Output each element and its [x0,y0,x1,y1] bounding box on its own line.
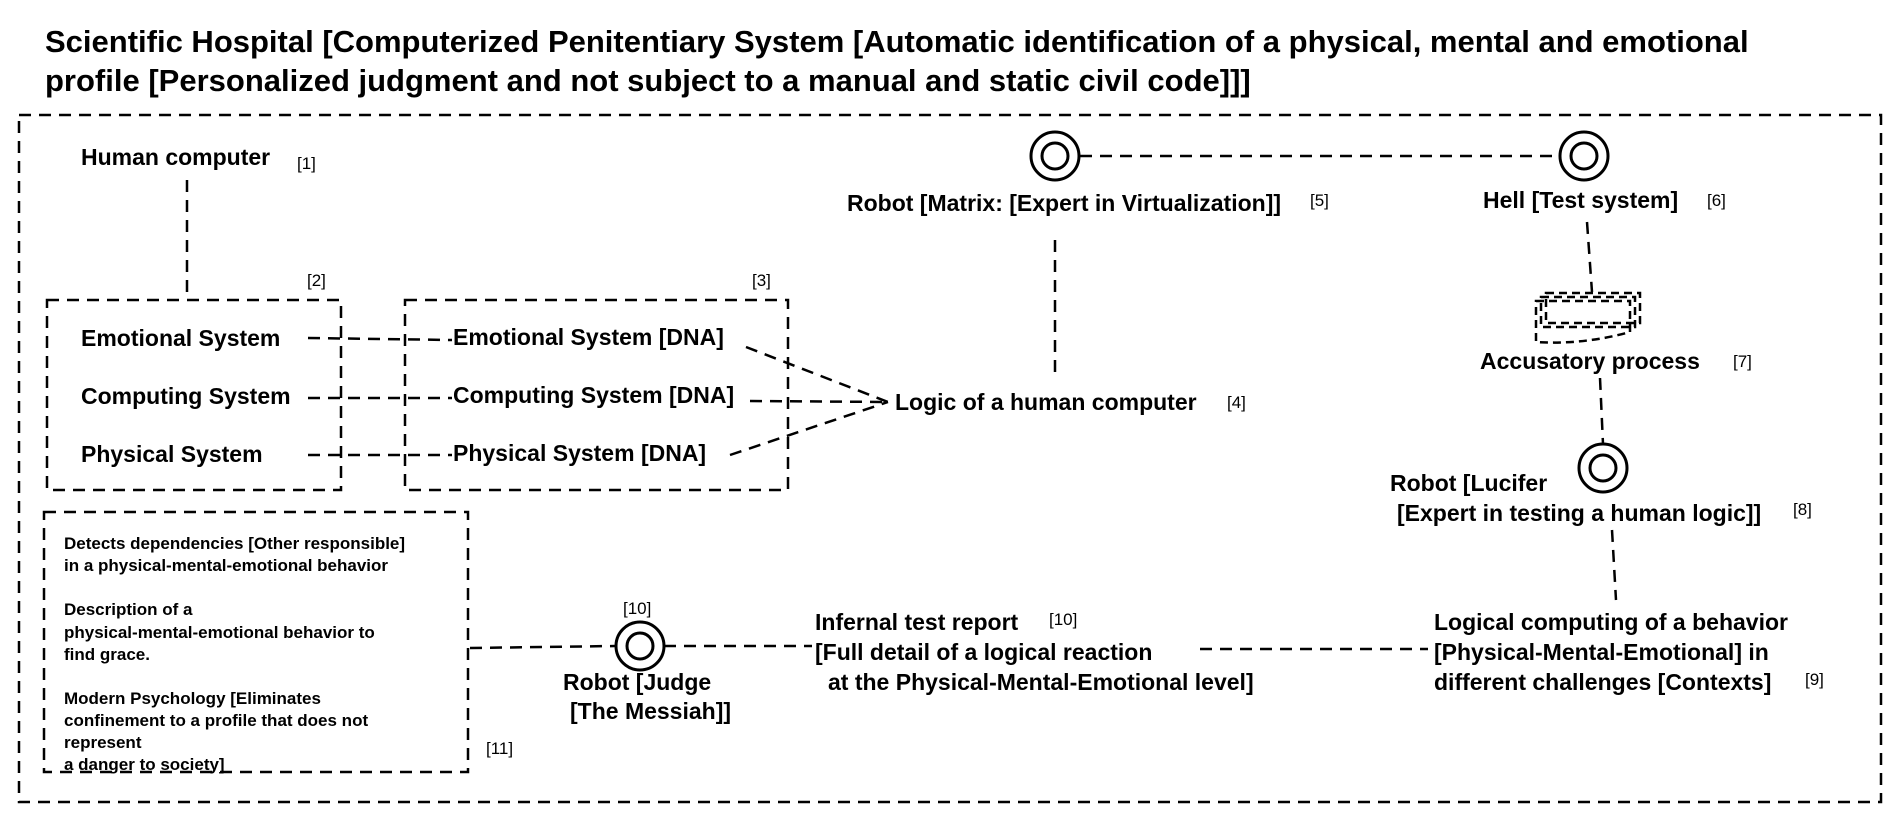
outer-boundary [17,113,1883,804]
logical-computing-ref: [9] [1805,670,1824,689]
note-line-3: Description of a [64,600,193,619]
infernal-report-line-1: Infernal test report [815,609,1019,635]
system-item-physical: Physical System [81,441,263,467]
robot-judge-node [614,620,666,672]
human-computer-ref: [1] [297,154,316,173]
connector-emotional [307,336,453,342]
connector-dna-physical-to-logic [729,400,889,457]
robot-judge-label-line-1: Robot [Judge [563,669,711,695]
systems-box [45,298,343,492]
note-box [42,510,470,774]
robot-matrix-label: Robot [Matrix: [Expert in Virtualization… [847,190,1281,216]
logic-label: Logic of a human computer [895,389,1197,415]
note-box-ref: [11] [486,739,513,758]
connectors [185,154,1618,651]
robot-lucifer-label-line-1: Robot [Lucifer [1390,470,1547,496]
accusatory-ref: [7] [1733,352,1752,371]
dna-item-emotional: Emotional System [DNA] [453,324,724,350]
robot-judge-inner-circle [625,631,655,661]
stack-layer-front [1534,299,1632,344]
stack-layer-back [1544,291,1642,325]
system-item-emotional: Emotional System [81,325,280,351]
robot-lucifer-inner-circle [1588,453,1618,483]
note-line-4: physical-mental-emotional behavior to [64,623,375,642]
note-line-6: Modern Psychology [Eliminates [64,689,321,708]
infernal-report-line-2: [Full detail of a logical reaction [815,639,1152,665]
infernal-report-line-3: at the Physical-Mental-Emotional level] [828,669,1254,695]
human-computer-label: Human computer [81,144,270,170]
connector-judge-to-note [469,644,616,650]
hell-label: Hell [Test system] [1483,187,1678,213]
logic-ref: [4] [1227,393,1246,412]
stack-icon [1534,291,1642,344]
system-item-computing: Computing System [81,383,291,409]
infernal-report-ref: [10] [1049,610,1077,629]
dna-box-ref: [3] [752,271,771,290]
logical-computing-line-1: Logical computing of a behavior [1434,609,1788,635]
robot-matrix-inner-circle [1040,141,1070,171]
note-line-9: a danger to society] [64,755,225,774]
hell-node [1558,130,1610,182]
accusatory-label: Accusatory process [1480,348,1700,374]
robot-matrix-node [1029,130,1081,182]
connector-dna-computing-to-logic [749,399,889,404]
logical-computing-line-3: different challenges [Contexts] [1434,669,1771,695]
note-line-2: in a physical-mental-emotional behavior [64,556,388,575]
connector-dna-emotional-to-logic [745,345,889,404]
connector-accusatory-to-lucifer [1598,377,1605,445]
note-line-8: represent [64,733,142,752]
logical-computing-line-2: [Physical-Mental-Emotional] in [1434,639,1769,665]
dna-item-computing: Computing System [DNA] [453,382,734,408]
robot-judge-ref: [10] [623,599,651,618]
connector-lucifer-to-computing [1610,529,1618,601]
robot-lucifer-label-line-2: [Expert in testing a human logic]] [1397,500,1761,526]
hell-ref: [6] [1707,191,1726,210]
dna-item-physical: Physical System [DNA] [453,440,706,466]
stack-layer-middle [1539,295,1637,329]
note-line-5: find grace. [64,645,150,664]
robot-matrix-ref: [5] [1310,191,1329,210]
robot-lucifer-ref: [8] [1793,500,1812,519]
dna-box [403,298,790,492]
note-line-7: confinement to a profile that does not [64,711,368,730]
diagram-title-line-2: profile [Personalized judgment and not s… [45,63,1251,98]
robot-lucifer-node [1577,442,1629,494]
robot-judge-label-line-2: [The Messiah]] [570,698,731,724]
hell-inner-circle [1569,141,1599,171]
diagram-title-line-1: Scientific Hospital [Computerized Penite… [45,24,1749,59]
note-line-1: Detects dependencies [Other responsible] [64,534,405,553]
systems-box-ref: [2] [307,271,326,290]
connector-hell-to-accusatory [1585,221,1594,293]
